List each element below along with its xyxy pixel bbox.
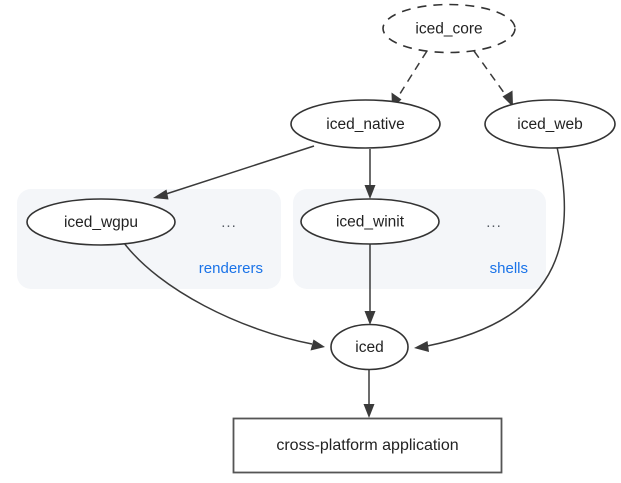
node-iced_wgpu[interactable]: iced_wgpu <box>26 198 176 246</box>
edge-iced_native-iced_wgpu-arrowhead <box>153 189 169 200</box>
edge-iced_core-iced_web-arrowhead <box>502 90 513 107</box>
node-iced_winit[interactable]: iced_winit <box>300 198 440 245</box>
node-iced_core-label: iced_core <box>415 21 482 38</box>
edge-iced-to-app <box>363 370 375 418</box>
cluster-shells-label: shells <box>490 260 528 277</box>
node-iced_native-shape[interactable] <box>290 99 441 149</box>
edge-iced_web-to-iced <box>414 146 566 352</box>
edge-iced_core-iced_native-line <box>397 50 428 98</box>
node-iced_native[interactable]: iced_native <box>290 99 441 149</box>
node-iced_wgpu-shape[interactable] <box>26 198 176 246</box>
cluster-renderers-label: renderers <box>199 260 263 277</box>
node-iced_web[interactable]: iced_web <box>484 99 616 149</box>
node-iced_winit-label: iced_winit <box>336 214 405 231</box>
node-iced_native-label: iced_native <box>326 116 404 133</box>
node-iced_web-shape[interactable] <box>484 99 616 149</box>
node-iced_core-shape[interactable] <box>382 3 516 54</box>
node-iced-shape[interactable] <box>330 323 409 371</box>
node-cross-platform-application[interactable]: cross-platform application <box>232 417 503 474</box>
node-iced_winit-shape[interactable] <box>300 198 440 245</box>
edge-iced_web-iced-line <box>426 146 566 347</box>
edge-iced_native-iced_wgpu-line <box>165 145 315 195</box>
edge-iced_wgpu-iced-line <box>123 242 313 345</box>
edge-iced_core-to-iced_web <box>473 50 513 107</box>
node-iced_web-label: iced_web <box>517 116 583 133</box>
edge-iced_winit-to-iced <box>364 244 376 325</box>
edge-iced_wgpu-iced-arrowhead <box>310 339 325 351</box>
edge-iced_native-to-iced_wgpu <box>153 145 315 200</box>
edge-iced_winit-iced-arrowhead <box>364 311 376 325</box>
node-iced_wgpu-label: iced_wgpu <box>64 214 138 231</box>
node-iced_core[interactable]: iced_core <box>382 3 516 54</box>
edge-iced_core-iced_web-line <box>473 50 508 98</box>
node-app-shape[interactable] <box>232 417 503 474</box>
edge-iced_web-iced-arrowhead <box>414 341 429 352</box>
edge-iced_native-to-iced_winit <box>364 149 376 199</box>
edge-iced_core-to-iced_native <box>391 50 428 108</box>
node-iced[interactable]: iced <box>330 323 409 371</box>
cluster-shells-ellipsis: ... <box>486 214 502 231</box>
node-app-label: cross-platform application <box>276 437 458 454</box>
node-iced-label: iced <box>355 339 383 356</box>
cluster-renderers-ellipsis: ... <box>221 214 237 231</box>
edge-iced_native-iced_winit-arrowhead <box>364 185 376 199</box>
edge-iced_wgpu-to-iced <box>123 242 325 351</box>
edge-iced-app-arrowhead <box>363 404 375 418</box>
